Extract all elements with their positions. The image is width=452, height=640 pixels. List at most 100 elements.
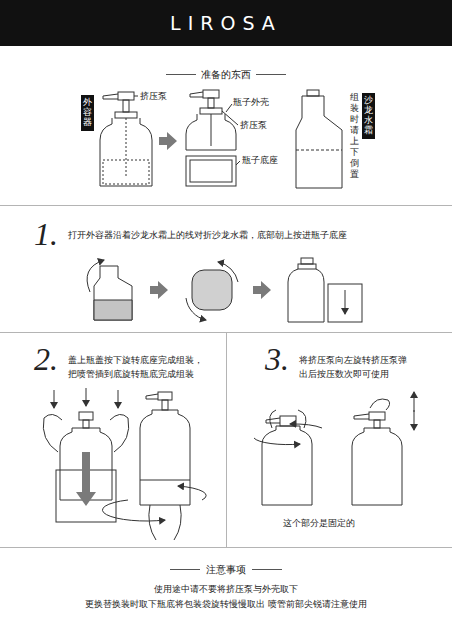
vertical-tag: 外容器 xyxy=(81,95,94,131)
exploded-parts-part xyxy=(186,114,236,150)
press-pump-part xyxy=(370,399,390,410)
bottle-and-base-part xyxy=(328,284,362,322)
arrow xyxy=(159,132,177,150)
brand-band: LIROSA xyxy=(0,0,452,46)
outer-bottle-part xyxy=(115,112,137,118)
arrow-part xyxy=(76,452,96,506)
exploded-parts-part xyxy=(190,92,203,97)
step-panel: 2. 盖上瓶盖按下旋转底座完成组装， 把喷管插到底旋转瓶底完成组装 xyxy=(0,332,227,548)
outer-bottle-part xyxy=(123,100,129,112)
twist-base-part xyxy=(146,394,158,399)
press-down-part xyxy=(43,418,128,452)
folded-pouch xyxy=(186,262,238,320)
press-pump-part xyxy=(352,428,402,505)
unlock-pump-part xyxy=(254,438,300,445)
exploded-parts-part xyxy=(222,111,238,125)
exploded-parts-part xyxy=(186,156,236,186)
pouch-folding-part xyxy=(94,300,132,320)
section-heading: 注意事项 xyxy=(0,563,452,576)
arrow xyxy=(76,452,96,506)
heading-rule-part xyxy=(252,569,282,570)
exploded-parts-part xyxy=(203,90,219,98)
bottle-and-base-part xyxy=(298,264,316,269)
heading-rule-part xyxy=(170,569,200,570)
press-down-part xyxy=(83,420,89,428)
press-down-part xyxy=(44,414,128,420)
arrow-part xyxy=(253,281,271,299)
part-label: 挤压泵 xyxy=(240,120,267,131)
vertical-note: 组装时请上下倒置 xyxy=(350,92,359,180)
unlock-pump-part xyxy=(266,418,280,423)
twist-base-part xyxy=(162,400,168,410)
vertical-tag: 沙龙水霜 xyxy=(362,93,375,139)
bottle-and-base-part xyxy=(345,290,346,314)
unlock-pump-part xyxy=(270,410,306,428)
outer-bottle-part xyxy=(126,118,127,178)
press-pump-part xyxy=(374,420,380,428)
press-pump xyxy=(352,392,414,505)
press-down-part xyxy=(86,388,87,406)
twist-base-part xyxy=(158,392,172,400)
note-line: 使用途中请不要将挤压泵与外壳取下 xyxy=(0,583,452,595)
exploded-parts-part xyxy=(200,108,222,114)
note-line: 更换替换装时取下瓶底将包装袋旋转慢慢取出 喷管前部尖锐请注意使用 xyxy=(0,598,452,610)
exploded-parts xyxy=(186,90,240,186)
step-number: 1. xyxy=(34,218,58,250)
exploded-parts-part xyxy=(226,104,232,112)
twist-base-part xyxy=(140,410,190,505)
twist-base xyxy=(102,392,206,540)
outer-bottle-part xyxy=(134,96,138,97)
pouch-folding-part xyxy=(94,266,132,320)
press-pump-part xyxy=(414,410,415,430)
step-number: 3. xyxy=(265,343,289,375)
outer-bottle-part xyxy=(118,92,134,100)
refill-pouch-part xyxy=(296,150,342,151)
press-down-part xyxy=(79,412,93,420)
brand-name: LIROSA xyxy=(0,12,452,34)
press-pump-part xyxy=(414,392,415,412)
part-label: 瓶子底座 xyxy=(242,155,278,166)
press-down-part xyxy=(118,390,119,408)
refill-pouch-part xyxy=(307,90,319,96)
section-heading: 准备的东西 xyxy=(0,68,452,81)
exploded-parts-part xyxy=(208,98,214,108)
press-pump-part xyxy=(354,414,369,419)
part-label: 挤压泵 xyxy=(140,91,167,102)
bottle-and-base-part xyxy=(301,258,313,264)
bottle-and-base-part xyxy=(288,269,324,322)
unlock-pump xyxy=(254,410,322,505)
unlock-pump-part xyxy=(262,426,312,505)
step-number: 2. xyxy=(34,343,58,375)
step-text: 打开外容器沿着沙龙水霜上的线对折沙龙水霜，底部朝上按进瓶子底座 xyxy=(68,228,440,242)
press-pump-part xyxy=(369,412,385,420)
exploded-parts-part xyxy=(190,160,232,182)
folded-pouch-part xyxy=(218,262,238,282)
bottle-and-base xyxy=(288,258,362,322)
pouch-folding-part xyxy=(87,260,104,292)
twist-base-part xyxy=(178,486,206,500)
twist-base-part xyxy=(149,505,181,540)
press-down-part xyxy=(54,390,55,408)
heading-rule-part xyxy=(166,74,196,75)
outer-bottle xyxy=(100,92,152,186)
unlock-pump-part xyxy=(280,416,296,426)
exploded-parts-part xyxy=(211,114,212,146)
step-panel: 1. 打开外容器沿着沙龙水霜上的线对折沙龙水霜，底部朝上按进瓶子底座 xyxy=(0,205,452,333)
pouch-folding xyxy=(87,260,132,320)
folded-pouch-part xyxy=(192,270,232,310)
step-text: 盖上瓶盖按下旋转底座完成组装， 把喷管插到底旋转瓶底完成组装 xyxy=(68,353,210,381)
refill-pouch-part xyxy=(296,96,342,188)
step-panel: 3.将挤压泵向左旋转挤压泵弹 出后按压数次即可使用 xyxy=(226,332,452,548)
callout-note: 这个部分是固定的 xyxy=(283,518,355,529)
folded-pouch-part xyxy=(186,298,206,320)
unlock-pump-part xyxy=(290,424,322,428)
refill-pouch xyxy=(296,90,342,188)
heading-rule-part xyxy=(256,74,286,75)
outer-bottle-part xyxy=(100,118,152,186)
outer-bottle-part xyxy=(103,94,118,99)
twist-base-part xyxy=(102,500,165,521)
exploded-parts-part xyxy=(236,161,240,165)
twist-base-part xyxy=(140,480,190,481)
arrow-part xyxy=(159,132,177,150)
